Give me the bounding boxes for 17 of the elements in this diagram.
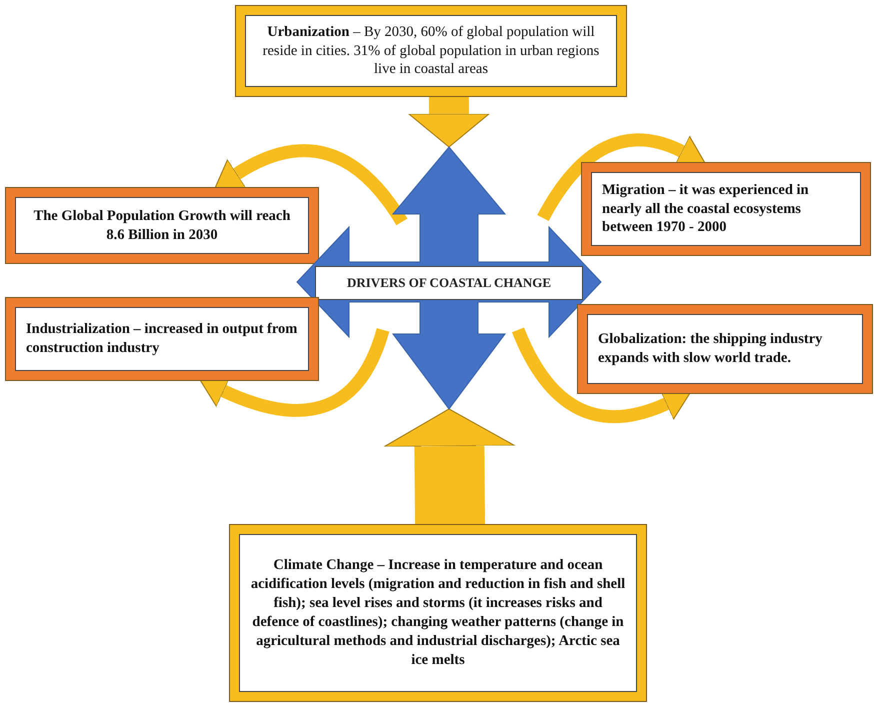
text-box-frame <box>6 298 318 380</box>
text-box-frame <box>582 163 870 255</box>
text-box-frame <box>578 305 872 393</box>
text-box-frame <box>6 188 318 263</box>
curved-arrow <box>512 327 692 423</box>
block-arrow <box>408 96 490 148</box>
description-text: Industrialization – increased in output from construction industry <box>15 307 309 371</box>
description-text: Climate Change – Increase in temperature and ocean acidification levels (migration and reduction in fish and shell fish); sea level rises and storms (it increases risks and defence of coastlines); changing weather patterns (change in agricultural methods and industrial discharges); Arctic sea ice melts <box>239 534 637 692</box>
description-text: Globalization: the shipping industry expands with slow world trade. <box>587 314 863 384</box>
title-label: DRIVERS OF COASTAL CHANGE <box>315 266 583 300</box>
description-text: The Global Population Growth will reach 8.6 Billion in 2030 <box>15 197 309 254</box>
description-text: Urbanization – By 2030, 60% of global population will reside in cities. 31% of global population in urban regions live in coastal areas <box>245 15 617 87</box>
curved-arrow <box>537 134 706 222</box>
curved-arrow <box>214 144 408 226</box>
description-text: Migration – it was experienced in nearly all the coastal ecosystems between 1970 - 2000 <box>591 172 861 246</box>
block-arrow <box>384 408 515 526</box>
callout-box-frame <box>236 6 626 96</box>
